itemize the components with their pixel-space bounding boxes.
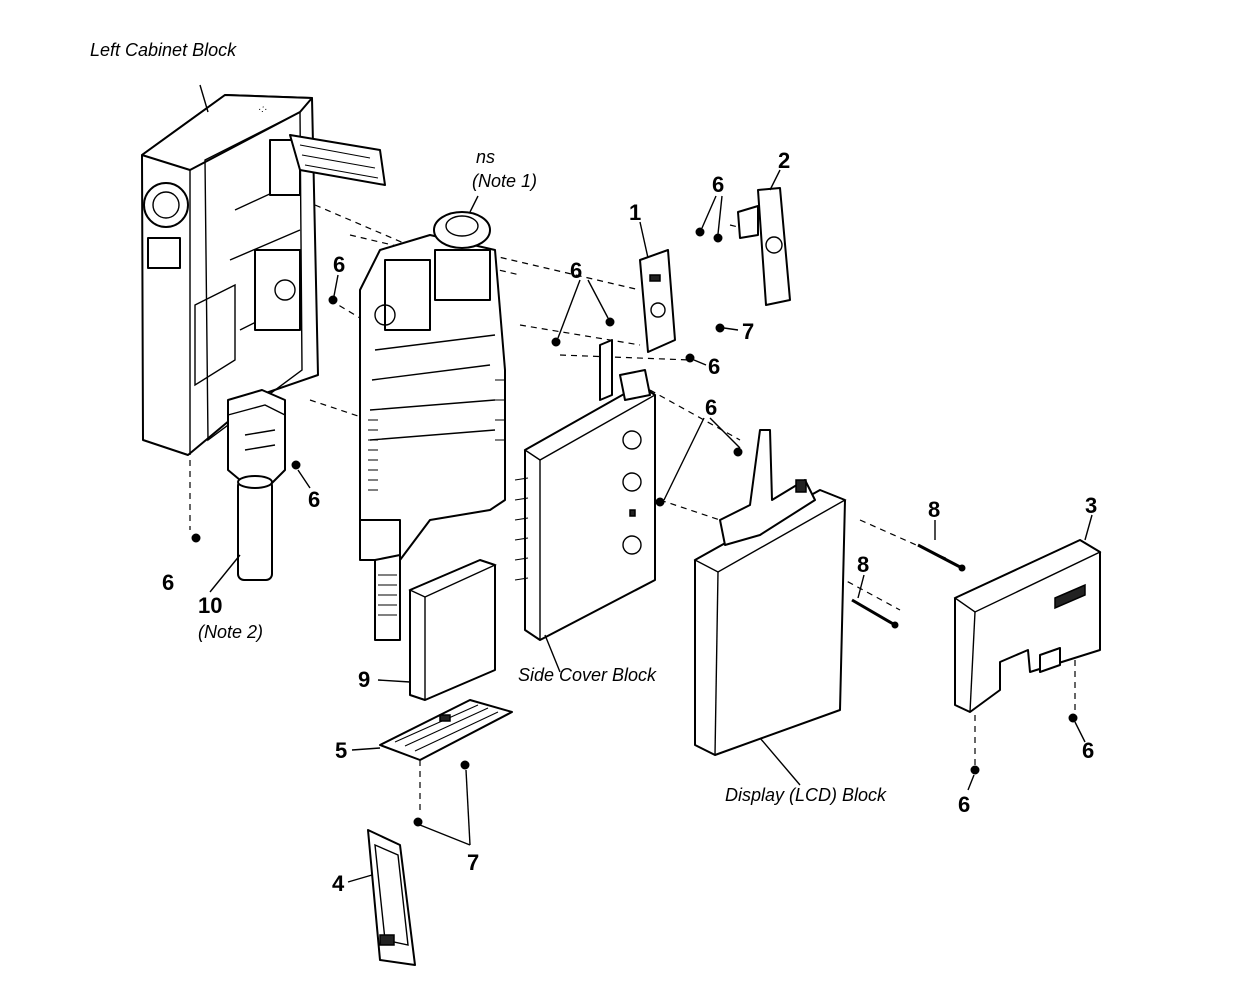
- callout-9: 9: [358, 667, 370, 692]
- part-8-pins: [851, 543, 966, 629]
- callout-6: 6: [712, 172, 724, 197]
- callout-2: 2: [778, 148, 790, 173]
- callout-6: 6: [705, 395, 717, 420]
- ns-label: ns: [476, 147, 495, 167]
- side-cover-block: [514, 339, 657, 641]
- callout-6: 6: [958, 792, 970, 817]
- callout-6: 6: [1082, 738, 1094, 763]
- text-labels: Left Cabinet Block ns (Note 1) Side Cove…: [90, 40, 1097, 896]
- callout-8: 8: [857, 552, 869, 577]
- callout-3: 3: [1085, 493, 1097, 518]
- callout-6: 6: [333, 252, 345, 277]
- callout-7: 7: [467, 850, 479, 875]
- svg-text:·:·: ·:·: [258, 104, 267, 115]
- part-3: [953, 539, 1102, 713]
- part-9-battery: [408, 559, 497, 701]
- callout-5: 5: [335, 738, 347, 763]
- callout-8: 8: [928, 497, 940, 522]
- part-5: [379, 699, 513, 761]
- center-chassis: [359, 211, 506, 641]
- part-10: [227, 389, 286, 581]
- screws: [191, 227, 1078, 827]
- display-block-label: Display (LCD) Block: [725, 785, 887, 805]
- callout-4: 4: [332, 871, 345, 896]
- note2-label: (Note 2): [198, 622, 263, 642]
- callout-6: 6: [570, 258, 582, 283]
- callout-10: 10: [198, 593, 222, 618]
- part-2: [737, 187, 791, 306]
- callout-6: 6: [308, 487, 320, 512]
- part-4: [367, 829, 416, 966]
- display-lcd-block: [693, 429, 847, 756]
- callout-6: 6: [708, 354, 720, 379]
- left-cabinet-block: ·:·: [141, 94, 386, 456]
- callout-6: 6: [162, 570, 174, 595]
- callout-7: 7: [742, 319, 754, 344]
- left-cabinet-block-label: Left Cabinet Block: [90, 40, 237, 60]
- part-1: [639, 249, 676, 353]
- side-cover-block-label: Side Cover Block: [518, 665, 657, 685]
- callout-1: 1: [629, 200, 641, 225]
- note1-label: (Note 1): [472, 171, 537, 191]
- leader-lines: [199, 84, 1093, 883]
